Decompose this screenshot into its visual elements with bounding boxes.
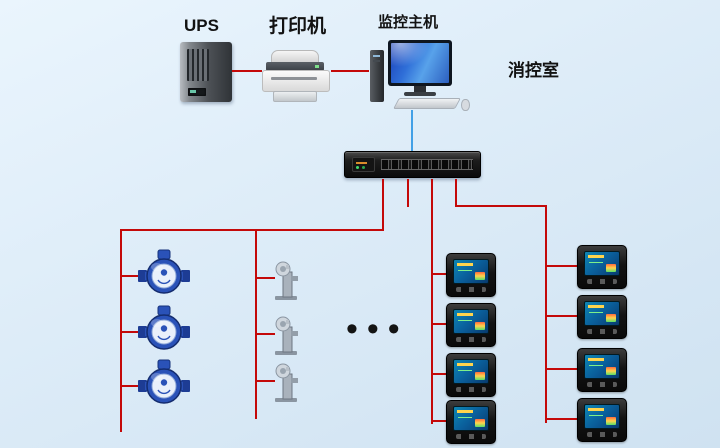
power-meter-device [577, 245, 627, 289]
power-meter-buttons [456, 287, 486, 292]
monitor-host-device [368, 40, 470, 111]
printer-device [261, 50, 331, 102]
power-meter-device [446, 303, 496, 347]
stub-flow-sensor-2 [255, 333, 275, 335]
connector-ups-printer [232, 70, 262, 72]
stub-water-meter-1 [120, 275, 144, 277]
branch-flow-sensors [255, 229, 257, 419]
pc-monitor-stand [414, 86, 426, 92]
power-meter-buttons [587, 432, 617, 437]
power-meter-device [577, 398, 627, 442]
power-meter-screen [584, 301, 620, 326]
flow-sensor-device [275, 363, 298, 402]
ups-label: UPS [184, 16, 219, 35]
power-meter-buttons [456, 337, 486, 342]
stub-power-meter-right-3 [547, 368, 578, 370]
water-meter-device [138, 305, 190, 350]
bus-left [120, 229, 384, 231]
power-meter-screen [584, 404, 620, 429]
water-meter-device [138, 359, 190, 404]
power-meter-buttons [456, 434, 486, 439]
power-meter-buttons [587, 329, 617, 334]
bus-right [455, 205, 547, 207]
power-meter-screen [453, 309, 489, 334]
printer-paper-tray [273, 91, 317, 102]
power-meter-screen [453, 259, 489, 284]
ups-display [188, 88, 206, 96]
stub-flow-sensor-1 [255, 277, 275, 279]
ups-vents [187, 49, 209, 81]
water-meter-device [138, 249, 190, 294]
switch-brand-panel [352, 157, 376, 172]
control-room-label: 消控室 [508, 61, 559, 80]
power-meter-device [577, 295, 627, 339]
power-meter-device [446, 353, 496, 397]
stub-power-meter-left-2 [433, 323, 446, 325]
printer-paper-slot [271, 77, 317, 80]
printer-control-band [266, 62, 324, 71]
branch-power-meters-left [431, 179, 433, 424]
switch-ports [381, 159, 473, 170]
pc-monitor-base [404, 92, 436, 96]
stub-power-meter-right-2 [547, 315, 578, 317]
pc-mouse [461, 99, 470, 111]
stub-water-meter-3 [120, 385, 144, 387]
pc-keyboard [393, 98, 461, 109]
ups-body [180, 42, 232, 102]
power-meter-device [446, 400, 496, 444]
stub-power-meter-right-4 [547, 418, 578, 420]
power-meter-screen [453, 359, 489, 384]
stub-power-meter-right-1 [547, 265, 578, 267]
power-meter-buttons [587, 279, 617, 284]
ellipsis: ••• [346, 310, 409, 348]
switch-drop-1 [382, 179, 384, 231]
stub-water-meter-2 [120, 331, 144, 333]
connector-printer-host [331, 70, 369, 72]
stub-flow-sensor-3 [255, 380, 275, 382]
ups-device [180, 42, 232, 102]
power-meter-buttons [587, 382, 617, 387]
switch-drop-4 [455, 179, 457, 207]
branch-water-meters [120, 229, 122, 432]
flow-sensor-device [275, 316, 298, 355]
power-meter-buttons [456, 387, 486, 392]
pc-tower-icon [370, 50, 384, 102]
power-meter-screen [584, 354, 620, 379]
stub-power-meter-left-4 [433, 420, 446, 422]
printer-label: 打印机 [269, 16, 327, 37]
switch-drop-2 [407, 179, 409, 207]
power-meter-device [446, 253, 496, 297]
power-meter-screen [584, 251, 620, 276]
pc-monitor [388, 40, 452, 86]
stub-power-meter-left-1 [433, 273, 446, 275]
power-meter-device [577, 348, 627, 392]
monitor-host-label: 监控主机 [378, 14, 439, 31]
pc-screen [391, 43, 449, 83]
printer-body [262, 70, 330, 92]
data-collector-device [344, 151, 481, 178]
branch-power-meters-right [545, 205, 547, 423]
stub-power-meter-left-3 [433, 373, 446, 375]
power-meter-screen [453, 406, 489, 431]
uplink-host-switch [411, 110, 413, 151]
flow-sensor-device [275, 261, 298, 300]
